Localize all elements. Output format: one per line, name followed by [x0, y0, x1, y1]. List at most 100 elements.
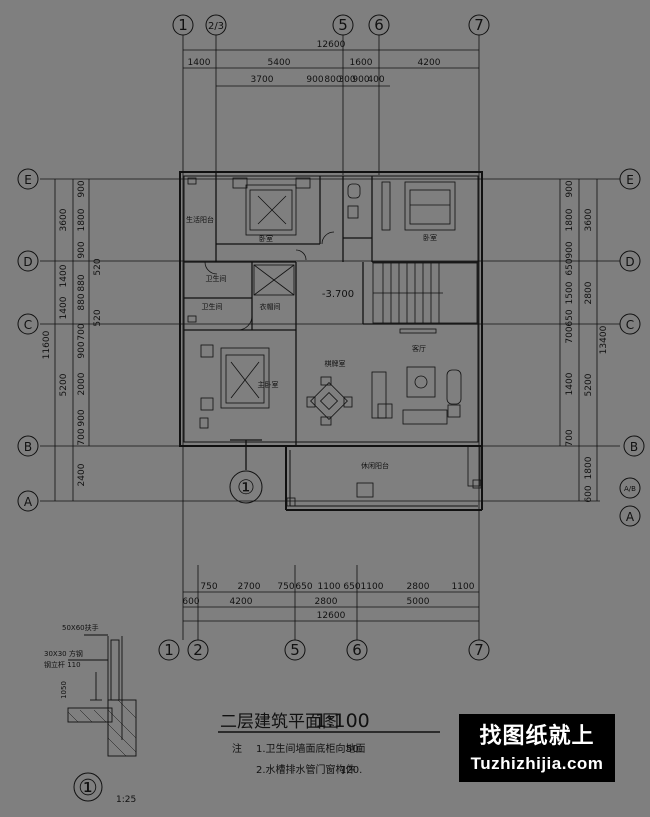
- dim-right-inner-4: 650: [565, 258, 575, 275]
- axis-top-4: 6: [374, 16, 384, 34]
- dim-top-seg-1: 1400: [188, 58, 211, 68]
- vertical-dimension-text: 3600 1400 1400 5200 2400 11600 900 1800 …: [42, 180, 609, 502]
- dim-top-sub-5: 900: [352, 75, 369, 85]
- section-callout-circle: [229, 470, 263, 504]
- section-callout-leader: [230, 439, 262, 470]
- dim-left-inner-6: 880: [77, 293, 87, 310]
- axis-bottom-3: 5: [290, 641, 300, 659]
- axis-left-4: B: [24, 440, 32, 454]
- dim-right-inner-3: 900: [565, 241, 575, 258]
- axis-top-5: 7: [474, 16, 484, 34]
- railing-detail-drawing: [67, 634, 137, 757]
- dim-bottom-a-8: 2800: [407, 582, 430, 592]
- notes-label: 注: [232, 742, 242, 755]
- dim-right-inner-10: 700: [565, 429, 575, 446]
- dim-left-inner-7: 520: [93, 309, 103, 326]
- dim-top-sub-3: 800: [324, 75, 341, 85]
- room-label-bath-a: 卫生间: [206, 274, 227, 283]
- axis-bottom-4: 6: [352, 641, 362, 659]
- watermark-url-text: Tuzhizhijia.com: [470, 754, 604, 773]
- dim-left-outer-2: 1400: [59, 264, 69, 287]
- title-block: 二层建筑平面图 1:100 注 1.卫生间墙面底柜向地面 50. 2.水槽排水管…: [220, 710, 370, 776]
- dim-right-outer-1: 3600: [584, 208, 594, 231]
- dim-left-inner-9: 700: [77, 323, 87, 340]
- dim-bottom-a-1: 750: [200, 582, 217, 592]
- axis-left-3: C: [24, 318, 32, 332]
- dim-right-inner-2: 1800: [565, 208, 575, 231]
- dim-bottom-b-2: 4200: [230, 597, 253, 607]
- dim-left-inner-1: 900: [77, 180, 87, 197]
- room-label-bath-b: 卫生间: [202, 302, 223, 311]
- detail-number: ①: [78, 776, 98, 801]
- dim-right-inner-5: 1500: [565, 281, 575, 304]
- furniture: [187, 177, 482, 507]
- dim-right-inner-6: 650: [565, 309, 575, 326]
- dim-left-inner-4: 520: [93, 258, 103, 275]
- room-labels: 生活阳台 卧室 卧室 卫生间 卫生间 衣帽间 主卧室 棋牌室 客厅 休闲阳台 -…: [186, 215, 437, 499]
- dim-left-inner-8: 900: [77, 341, 87, 358]
- dim-bottom-a-5: 1100: [318, 582, 341, 592]
- dim-right-outer-3: 5200: [584, 373, 594, 396]
- dim-right-outer-5: 600: [584, 485, 594, 502]
- level-mark: -3.700: [322, 289, 354, 300]
- dim-top-sub-6: 400: [367, 75, 384, 85]
- dim-top-sub-4: 300: [338, 75, 355, 85]
- room-label-bedroom-a: 卧室: [259, 234, 273, 243]
- axis-right-5: A/B: [624, 485, 636, 493]
- detail-callout-circle: [73, 772, 103, 802]
- room-label-leisure-balcony: 休闲阳台: [361, 461, 389, 470]
- axis-left-5: A: [24, 495, 33, 509]
- dim-left-inner-10: 2000: [77, 372, 87, 395]
- dim-right-inner-7: 700: [565, 326, 575, 343]
- note-line-2: 2.水槽排水管门窗构件: [256, 763, 356, 776]
- room-label-cloakroom: 衣帽间: [260, 302, 281, 311]
- dim-right-total: 13400: [599, 325, 609, 354]
- exterior-walls: [179, 171, 483, 511]
- room-label-bedroom-b: 卧室: [423, 233, 437, 242]
- interior-walls: [184, 172, 478, 447]
- detail-label-handrail: 50X60扶手: [62, 623, 99, 632]
- stairs: [372, 262, 478, 324]
- dim-left-outer-4: 5200: [59, 373, 69, 396]
- axis-right-4: B: [630, 440, 638, 454]
- dim-bottom-total: 12600: [317, 611, 346, 621]
- axis-grid-lines: [40, 35, 620, 640]
- drawing-title: 二层建筑平面图: [220, 712, 339, 732]
- axis-left-1: E: [24, 173, 32, 187]
- dim-top-seg-4: 4200: [418, 58, 441, 68]
- axis-left-2: D: [23, 255, 32, 269]
- dim-left-total: 11600: [42, 330, 52, 359]
- axis-bottom-2: 2: [193, 641, 203, 659]
- detail-label-steel: 30X30 方钢: [44, 649, 83, 658]
- detail-scale: 1:25: [116, 795, 136, 805]
- dim-bottom-a-6: 650: [343, 582, 360, 592]
- dim-left-inner-12: 700: [77, 428, 87, 445]
- dim-right-inner-8: 1400: [565, 372, 575, 395]
- note-value-2: 120.: [340, 765, 362, 776]
- axis-right-6: A: [626, 510, 635, 524]
- dim-left-inner-5: 880: [77, 274, 87, 291]
- detail-hatch: [67, 699, 137, 757]
- dim-bottom-b-1: 600: [182, 597, 199, 607]
- room-label-balcony-lifestyle: 生活阳台: [186, 215, 214, 224]
- note-line-1: 1.卫生间墙面底柜向地面: [256, 742, 366, 755]
- axis-top-1: 1: [178, 16, 188, 34]
- dim-bottom-a-7: 1100: [361, 582, 384, 592]
- axis-right-3: C: [626, 318, 634, 332]
- dim-left-outer-5: 2400: [77, 463, 87, 486]
- axis-right-2: D: [625, 255, 634, 269]
- room-label-master-bedroom: 主卧室: [258, 380, 279, 389]
- dim-top-seg-3: 1600: [350, 58, 373, 68]
- section-callout-number: ①: [237, 475, 255, 499]
- dim-left-inner-3: 900: [77, 241, 87, 258]
- dim-right-inner-1: 900: [565, 180, 575, 197]
- axis-top-2: 2/3: [208, 21, 224, 32]
- axis-bottom-5: 7: [474, 641, 484, 659]
- dim-left-inner-11: 900: [77, 409, 87, 426]
- dim-top-total: 12600: [317, 40, 346, 50]
- axis-right-1: E: [626, 173, 634, 187]
- dim-left-outer-1: 3600: [59, 208, 69, 231]
- dim-bottom-a-4: 650: [295, 582, 312, 592]
- dim-bottom-a-9: 1100: [452, 582, 475, 592]
